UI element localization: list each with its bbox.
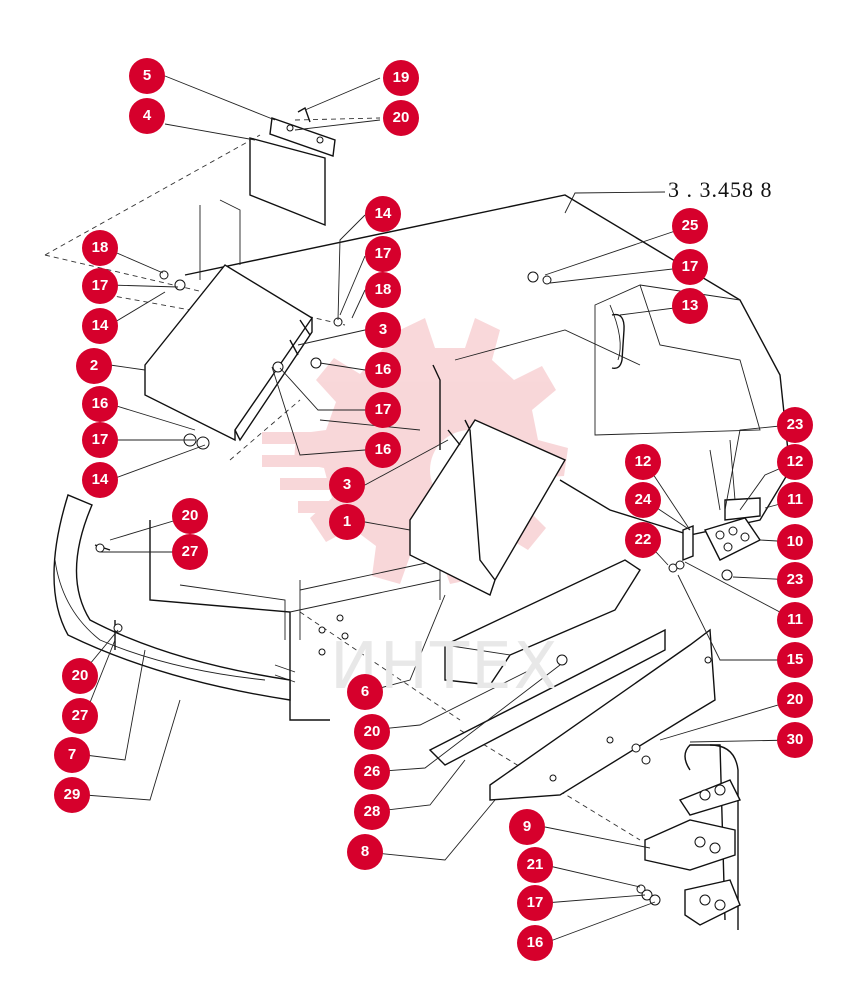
callout-5[interactable]: 5 — [129, 58, 165, 94]
cover-part-2 — [144, 264, 343, 442]
reference-code: 3 . 3.458 8 — [668, 177, 773, 202]
callout-15[interactable]: 15 — [777, 642, 813, 678]
callout-17[interactable]: 17 — [517, 885, 553, 921]
callout-19[interactable]: 19 — [383, 60, 419, 96]
callout-22[interactable]: 22 — [625, 522, 661, 558]
callout-12[interactable]: 12 — [625, 444, 661, 480]
callout-3[interactable]: 3 — [365, 312, 401, 348]
callout-27[interactable]: 27 — [172, 534, 208, 570]
callout-13[interactable]: 13 — [672, 288, 708, 324]
callout-20[interactable]: 20 — [354, 714, 390, 750]
callout-11[interactable]: 11 — [777, 602, 813, 638]
callout-2[interactable]: 2 — [76, 348, 112, 384]
callout-17[interactable]: 17 — [82, 268, 118, 304]
callout-14[interactable]: 14 — [365, 196, 401, 232]
step-part-10 — [682, 497, 762, 562]
callout-12[interactable]: 12 — [777, 444, 813, 480]
side-rail-part-6 — [444, 559, 641, 686]
bracket-part-8 — [489, 628, 716, 801]
callout-1[interactable]: 1 — [329, 504, 365, 540]
callout-14[interactable]: 14 — [82, 308, 118, 344]
machine-body — [149, 194, 791, 721]
callout-6[interactable]: 6 — [347, 674, 383, 710]
callout-30[interactable]: 30 — [777, 722, 813, 758]
callout-4[interactable]: 4 — [129, 98, 165, 134]
callout-17[interactable]: 17 — [672, 249, 708, 285]
callout-26[interactable]: 26 — [354, 754, 390, 790]
callout-17[interactable]: 17 — [365, 392, 401, 428]
plate-part-4 — [249, 106, 336, 227]
callout-7[interactable]: 7 — [54, 737, 90, 773]
callout-11[interactable]: 11 — [777, 482, 813, 518]
callout-16[interactable]: 16 — [82, 386, 118, 422]
callout-17[interactable]: 17 — [365, 236, 401, 272]
fasteners — [95, 271, 733, 906]
callout-16[interactable]: 16 — [365, 432, 401, 468]
callout-10[interactable]: 10 — [777, 524, 813, 560]
callout-16[interactable]: 16 — [517, 925, 553, 961]
callout-25[interactable]: 25 — [672, 208, 708, 244]
step-ladder-part-9 — [644, 744, 741, 930]
callout-8[interactable]: 8 — [347, 834, 383, 870]
callout-23[interactable]: 23 — [777, 562, 813, 598]
callout-18[interactable]: 18 — [82, 230, 118, 266]
callout-23[interactable]: 23 — [777, 407, 813, 443]
cover-part-1 — [183, 419, 566, 596]
bracket-part-3 — [289, 339, 441, 450]
callout-17[interactable]: 17 — [82, 422, 118, 458]
callout-3[interactable]: 3 — [329, 467, 365, 503]
callout-21[interactable]: 21 — [517, 847, 553, 883]
callout-24[interactable]: 24 — [625, 482, 661, 518]
callout-28[interactable]: 28 — [354, 794, 390, 830]
callout-20[interactable]: 20 — [62, 658, 98, 694]
callout-20[interactable]: 20 — [777, 682, 813, 718]
callout-20[interactable]: 20 — [172, 498, 208, 534]
callout-16[interactable]: 16 — [365, 352, 401, 388]
callout-14[interactable]: 14 — [82, 462, 118, 498]
callout-18[interactable]: 18 — [365, 272, 401, 308]
callout-27[interactable]: 27 — [62, 698, 98, 734]
callout-20[interactable]: 20 — [383, 100, 419, 136]
callout-29[interactable]: 29 — [54, 777, 90, 813]
plate-part-28 — [428, 628, 666, 766]
bumper-part-7 — [53, 494, 291, 701]
callout-9[interactable]: 9 — [509, 809, 545, 845]
